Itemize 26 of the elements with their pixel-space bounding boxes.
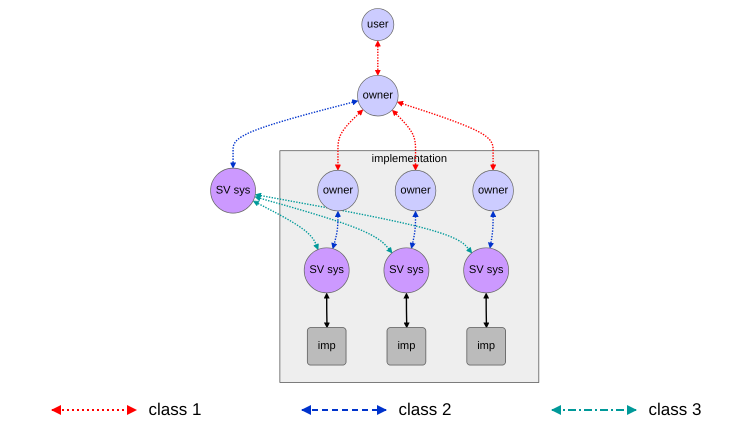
arrow [256,192,472,253]
legend-label: class 1 [148,400,202,420]
arrow [253,200,320,250]
node-circle: SV sys [384,246,430,293]
legend-label: class 3 [648,400,702,420]
node-circle: SV sys [210,167,256,213]
arrow [324,292,330,328]
arrow [483,292,490,328]
legend-label: class 2 [398,400,452,420]
node-circle: owner [395,169,437,211]
arrow [488,210,496,248]
arrow [404,292,410,328]
node-circle: SV sys [464,246,510,293]
node-circle: owner [318,169,359,211]
arrow [397,100,496,170]
arrow [410,210,419,248]
node-circle: owner [472,169,514,211]
node-circle: owner [357,74,399,116]
arrow [230,98,358,168]
node-circle: user [362,8,394,40]
arrow [375,40,382,76]
node-circle: SV sys [304,246,350,293]
arrow [332,210,342,248]
arrow [255,194,393,253]
arrow [335,109,364,170]
arrow [392,109,419,170]
